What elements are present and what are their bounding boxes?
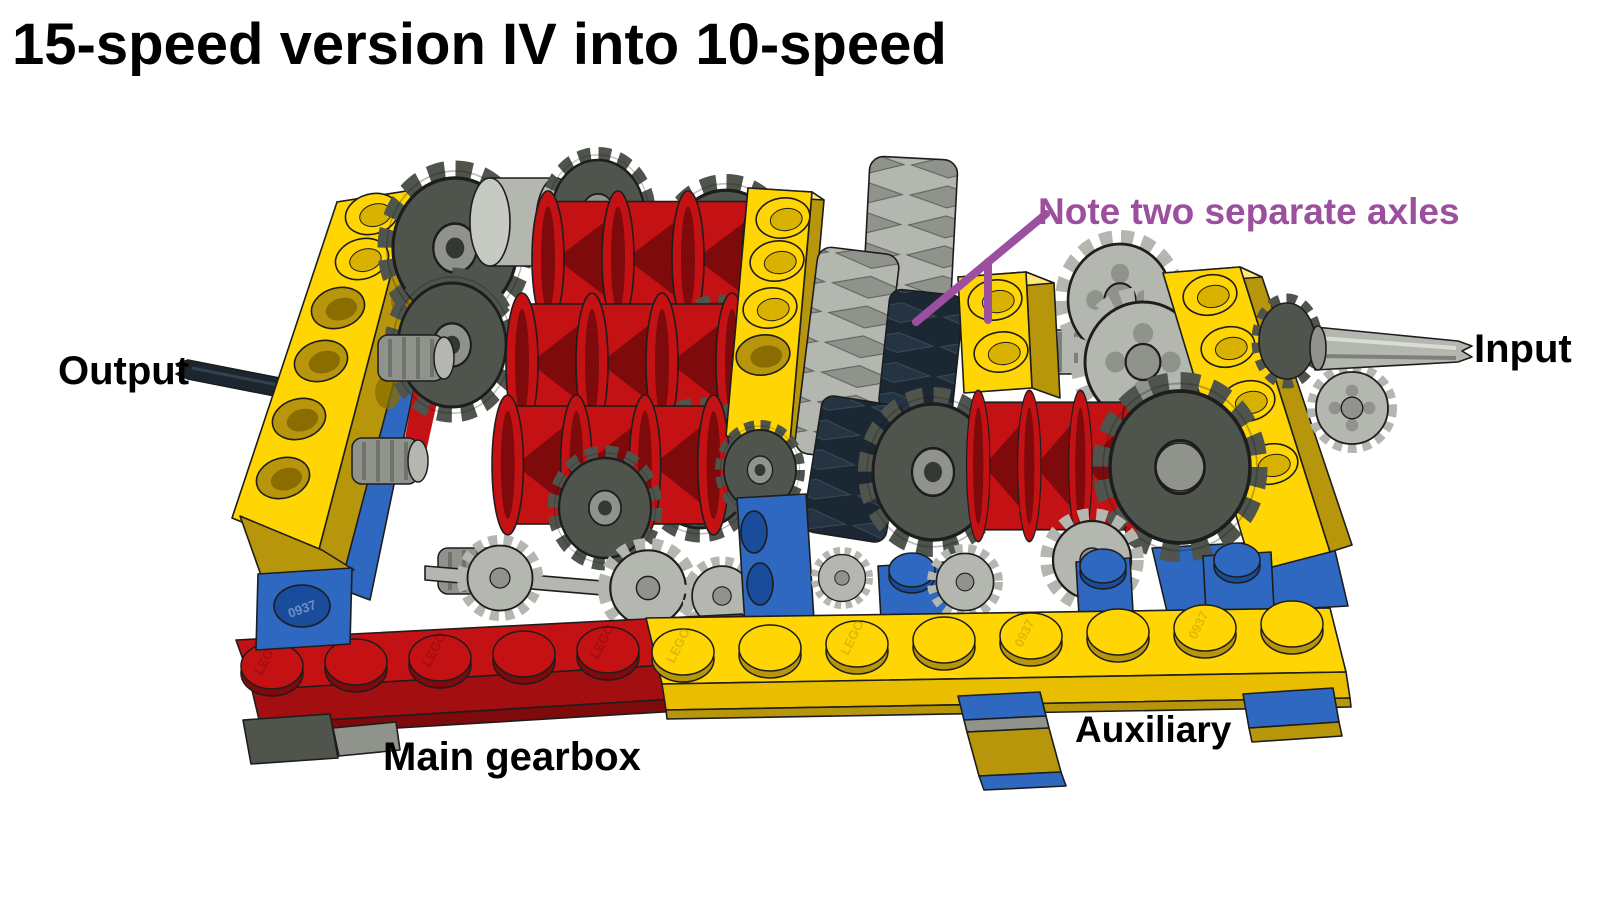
- label-output: Output: [58, 349, 189, 393]
- center-technic-beam: [725, 187, 825, 451]
- yellow-base-plate: LEGO LEGO 0937 0937: [645, 600, 1352, 720]
- front-dark-gear: [1103, 383, 1257, 550]
- small-yellow-brick: [957, 271, 1061, 399]
- annotation-pointer-lines: [912, 210, 1050, 326]
- gray-feet: [242, 713, 401, 765]
- page-title: 15-speed version IV into 10-speed: [12, 12, 947, 77]
- label-input: Input: [1474, 327, 1572, 371]
- annotation-note: Note two separate axles: [1038, 191, 1460, 232]
- left-blue-brick: 0937: [239, 515, 355, 651]
- input-axle: [1251, 293, 1473, 389]
- label-main-gearbox: Main gearbox: [383, 735, 641, 779]
- auxiliary-legs: [957, 687, 1343, 791]
- label-auxiliary: Auxiliary: [1075, 709, 1232, 750]
- center-blue-brick: [736, 493, 815, 626]
